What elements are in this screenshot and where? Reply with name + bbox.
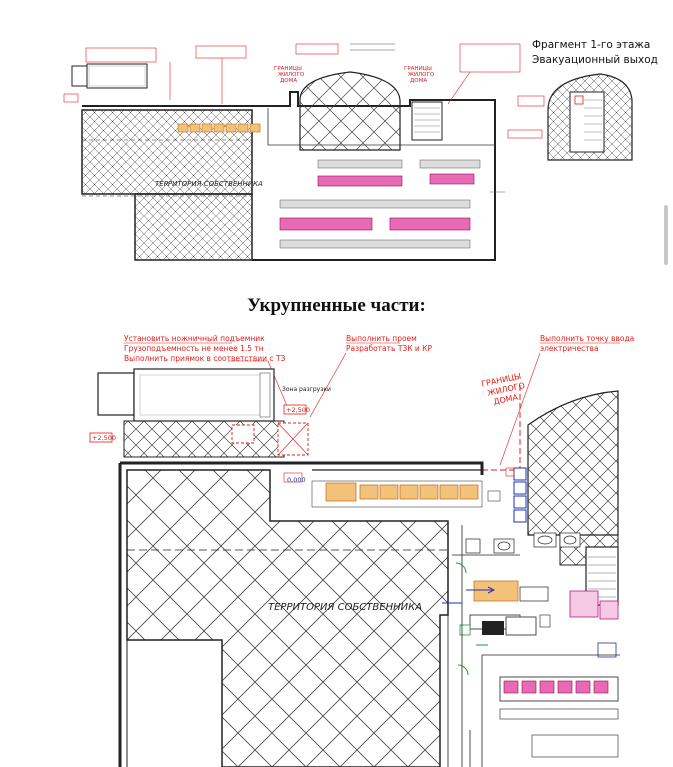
truck-icon	[97, 368, 275, 422]
stair-core	[411, 101, 443, 141]
svg-text:ДОМА: ДОМА	[410, 78, 427, 84]
svg-text:Выполнить приямок в соответств: Выполнить приямок в соответствии с ТЗ	[124, 354, 286, 363]
truck-icon	[71, 63, 148, 89]
svg-text:+2,500: +2,500	[286, 406, 310, 414]
svg-text:ЖИЛОГО: ЖИЛОГО	[408, 72, 435, 78]
equipment-row-magenta	[279, 173, 475, 231]
lift-platform	[231, 422, 309, 456]
fragment-inset-plan	[547, 73, 633, 161]
svg-text:ГРАНИЦЫ: ГРАНИЦЫ	[274, 66, 302, 72]
section-heading: Укрупненные части:	[247, 295, 426, 316]
residential-border-label-top: ГРАНИЦЫ ЖИЛОГО ДОМА ГРАНИЦЫ ЖИЛОГО ДОМА	[274, 66, 435, 84]
note-opening: Выполнить проем Разработать ТЗК и КР	[346, 334, 432, 353]
note-power: Выполнить точку ввода электричества	[540, 334, 634, 353]
svg-text:Выполнить точку ввода: Выполнить точку ввода	[540, 334, 634, 343]
shelving-row-orange	[325, 482, 479, 502]
svg-text:Установить ножничный подъемник: Установить ножничный подъемник	[124, 334, 265, 343]
shelving-row-orange	[177, 123, 261, 133]
equipment-column-blue	[513, 467, 527, 523]
svg-text:ДОМА: ДОМА	[280, 78, 297, 84]
fragment-subtitle: Эвакуационный выход	[532, 54, 658, 66]
owner-territory-area	[126, 469, 449, 767]
residential-block	[299, 71, 401, 151]
overview-floor-plan: ТЕРРИТОРИЯ СОБСТВЕННИКА ГРАНИЦЫ ЖИЛОГО Д…	[63, 39, 658, 261]
svg-text:Разработать ТЗК и КР: Разработать ТЗК и КР	[346, 344, 432, 353]
svg-text:Грузоподъемность не менее 1.5: Грузоподъемность не менее 1.5 тн	[124, 344, 264, 353]
owner-territory-area	[81, 109, 253, 261]
unloading-zone-label: Зона разгрузки	[282, 386, 331, 393]
red-annotations	[63, 43, 545, 139]
svg-text:электричества: электричества	[540, 344, 599, 353]
note-lift: Установить ножничный подъемник Грузоподъ…	[124, 334, 286, 363]
owner-zone-label-top: ТЕРРИТОРИЯ СОБСТВЕННИКА	[155, 180, 263, 188]
equipment-row-gray	[279, 159, 481, 249]
owner-zone-label: ТЕРРИТОРИЯ СОБСТВЕННИКА	[268, 602, 422, 613]
svg-text:+2,500: +2,500	[92, 434, 116, 442]
fragment-title: Фрагмент 1-го этажа	[532, 39, 650, 51]
svg-text:ЖИЛОГО: ЖИЛОГО	[278, 72, 305, 78]
kitchen-equipment	[459, 580, 619, 658]
sink-units	[465, 532, 581, 554]
elevation-marker: +2,500 +2,500 0,000	[89, 404, 310, 484]
detail-floor-plan: Установить ножничный подъемник Грузоподъ…	[89, 334, 634, 767]
residential-border-label: ГРАНИЦЫ ЖИЛОГО ДОМА	[481, 372, 526, 407]
equipment-row-magenta	[499, 676, 619, 758]
door-markers	[455, 562, 488, 676]
route-arrows	[442, 586, 496, 604]
svg-text:0,000: 0,000	[287, 476, 306, 484]
svg-text:Выполнить проем: Выполнить проем	[346, 334, 417, 343]
svg-text:ГРАНИЦЫ: ГРАНИЦЫ	[404, 66, 432, 72]
scrollbar-thumb[interactable]	[664, 205, 668, 265]
